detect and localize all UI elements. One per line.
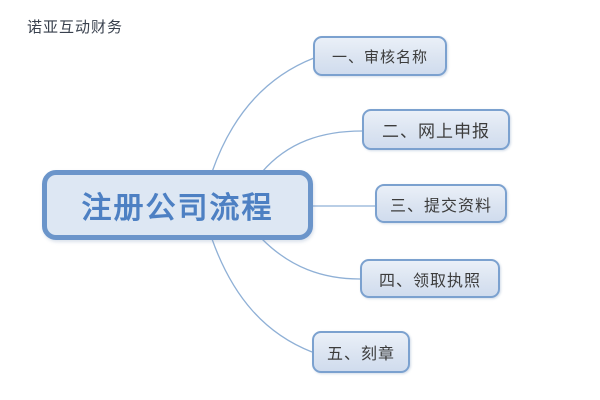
- step-label-4: 四、领取执照: [378, 270, 481, 290]
- step-node-4: 四、领取执照: [360, 259, 500, 298]
- root-topic-label: 注册公司流程: [81, 191, 274, 226]
- step-label-2: 二、网上申报: [382, 122, 490, 142]
- connector-root-to-step1: [211, 57, 315, 173]
- connector-root-to-step2: [261, 130, 363, 173]
- step-label-1: 一、审核名称: [331, 47, 428, 66]
- step-node-1: 一、审核名称: [313, 36, 447, 76]
- connector-root-to-step4: [261, 238, 361, 280]
- step-label-3: 三、提交资料: [389, 195, 492, 215]
- step-node-5: 五、刻章: [312, 331, 410, 373]
- step-node-2: 二、网上申报: [362, 109, 510, 150]
- watermark-label: 诺亚互动财务: [27, 18, 124, 36]
- step-node-3: 三、提交资料: [375, 184, 507, 223]
- root-topic-node: 注册公司流程: [42, 170, 313, 240]
- connector-root-to-step5: [211, 238, 313, 353]
- step-label-5: 五、刻章: [326, 344, 395, 363]
